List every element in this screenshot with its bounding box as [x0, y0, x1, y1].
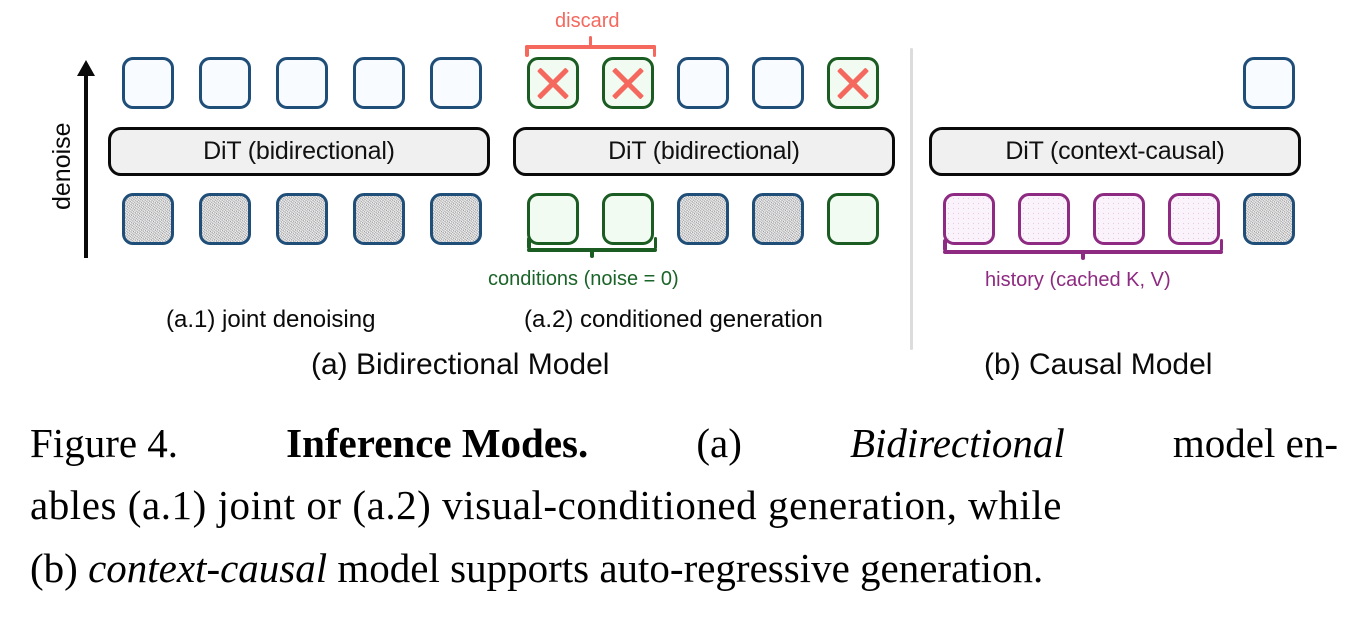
token-output-a1-4: [353, 57, 405, 109]
token-noise-a1-2: [199, 193, 251, 245]
dit-block-a2: DiT (bidirectional): [513, 127, 895, 176]
token-output-a1-5: [430, 57, 482, 109]
denoise-axis-line: [84, 74, 88, 258]
figure-caption: Figure 4. Inference Modes. (a) Bidirecti…: [30, 412, 1338, 599]
denoise-axis-label: denoise: [48, 122, 76, 210]
x-icon: [830, 60, 876, 106]
denoise-arrow-head: [77, 60, 95, 76]
caption-italic-bidirectional: Bidirectional: [849, 420, 1065, 466]
token-noise-a1-5: [430, 193, 482, 245]
token-noise-a1-4: [353, 193, 405, 245]
caption-line2: ables (a.1) joint or (a.2) visual-condit…: [30, 482, 1063, 529]
token-discarded-a2-5: [827, 57, 879, 109]
conditions-label: conditions (noise = 0): [488, 268, 679, 290]
token-output-a2-4: [752, 57, 804, 109]
token-noise-a2-4: [752, 193, 804, 245]
caption-label-a: (a): [696, 420, 742, 466]
token-condition-a2-2: [602, 193, 654, 245]
x-icon: [605, 60, 651, 106]
caption-line3-tail: model supports auto-regressive generatio…: [337, 544, 1044, 591]
conditions-bracket: [527, 237, 657, 268]
dit-block-a2-label: DiT (bidirectional): [608, 137, 800, 165]
token-history-b-3: [1093, 193, 1145, 245]
dit-block-a1-label: DiT (bidirectional): [203, 137, 395, 165]
panel-a-caption: (a) Bidirectional Model: [311, 348, 610, 381]
token-noise-a2-3: [677, 193, 729, 245]
token-history-b-4: [1168, 193, 1220, 245]
history-label: history (cached K, V): [985, 269, 1171, 291]
token-noise-a1-3: [276, 193, 328, 245]
token-output-a1-2: [199, 57, 251, 109]
token-discarded-a2-2: [602, 57, 654, 109]
panel-a1-caption: (a.1) joint denoising: [166, 306, 376, 333]
x-icon: [530, 60, 576, 106]
token-condition-a2-1: [527, 193, 579, 245]
caption-title: Inference Modes.: [286, 420, 589, 466]
panel-divider: [910, 48, 913, 350]
caption-figure-number: Figure 4.: [30, 420, 179, 466]
token-output-a1-1: [122, 57, 174, 109]
history-bracket: [943, 239, 1223, 270]
token-output-b-1: [1243, 57, 1295, 109]
token-output-a2-3: [677, 57, 729, 109]
dit-block-a1: DiT (bidirectional): [108, 127, 490, 176]
discard-label: discard: [555, 10, 620, 32]
token-noise-a1-1: [122, 193, 174, 245]
caption-italic-context-causal: context-causal: [88, 544, 328, 591]
caption-label-b: (b): [30, 544, 78, 591]
dit-block-b-label: DiT (context-causal): [1005, 137, 1225, 165]
panel-b-caption: (b) Causal Model: [984, 348, 1213, 381]
token-history-b-2: [1018, 193, 1070, 245]
token-history-b-1: [943, 193, 995, 245]
token-noise-b-5: [1243, 193, 1295, 245]
dit-block-b: DiT (context-causal): [929, 127, 1301, 176]
token-condition-a2-5: [827, 193, 879, 245]
caption-line1-tail: model en-: [1172, 420, 1338, 466]
token-output-a1-3: [276, 57, 328, 109]
token-discarded-a2-1: [527, 57, 579, 109]
discard-bracket: [525, 36, 656, 57]
panel-a2-caption: (a.2) conditioned generation: [524, 306, 823, 333]
